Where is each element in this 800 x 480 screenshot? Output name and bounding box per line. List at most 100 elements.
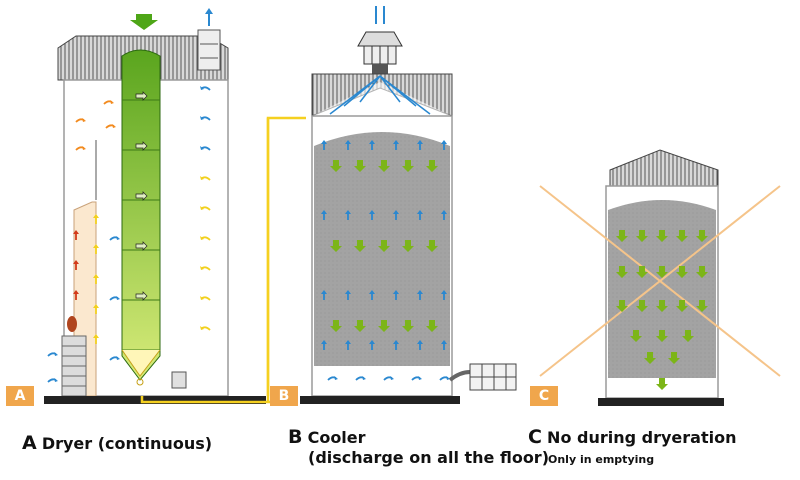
dryer-intake-arrow-0-head <box>54 352 58 356</box>
dryer-right-airflow-arrow-3-head <box>200 176 204 180</box>
cooler-floor-air-arrow-3-head <box>418 376 422 380</box>
cooler-fan-air-line-4 <box>329 75 381 115</box>
silo-c-grain-arrow-1-2 <box>656 266 668 278</box>
cooler-grain-arrow-1-3 <box>402 240 414 252</box>
cooler-air-arrow-2-5-head <box>441 290 447 294</box>
cooler-grain-arrow-1-2 <box>378 240 390 252</box>
cooler-fan-housing <box>357 31 403 47</box>
cooler-air-arrow-3-3-head <box>393 340 399 344</box>
dryer-grain-arrow-0 <box>135 91 148 101</box>
cooler-air-arrow-0-3-head <box>393 140 399 144</box>
dryer-warm-air-arrow-1-head <box>93 244 99 248</box>
silo-c-grain-arrow-1-1 <box>636 266 648 278</box>
cooler-fan-air-line-1 <box>359 75 381 103</box>
dryer-discharge-motor <box>171 371 187 389</box>
caption-b: B Cooler (discharge on all the floor) <box>288 426 549 467</box>
dryer-grain-column <box>121 49 161 381</box>
dryer-right-airflow-arrow-2 <box>201 146 211 151</box>
cooler-grain-arrow-1-0 <box>330 240 342 252</box>
cooler-air-arrow-1-1-head <box>345 210 351 214</box>
dryer-right-airflow-arrow-4-head <box>200 206 204 210</box>
dryer-left-airflow-arrow-2-head <box>112 124 116 128</box>
caption-a: A Dryer (continuous) <box>22 432 212 454</box>
caption-b-letter: B <box>288 426 303 448</box>
silo-c-grain-arrow-4-1 <box>668 352 680 364</box>
silo-c-grain-arrows <box>616 230 708 390</box>
cooler-air-arrow-3-4-head <box>417 340 423 344</box>
cooler-air-arrow-1-3-head <box>393 210 399 214</box>
cooler-floor-air-arrow-1-head <box>362 376 366 380</box>
caption-a-title: Dryer (continuous) <box>41 434 213 453</box>
silo-c-grain-arrow-0-2 <box>656 230 668 242</box>
cooler-floor-air-arrow-2-head <box>390 376 394 380</box>
dryer-cool-air-arrow-1-head <box>116 296 120 300</box>
silo-c-grain <box>608 200 716 378</box>
dryer-warm-air-arrow-3-head <box>93 304 99 308</box>
cooler-air-arrow-2-4-head <box>417 290 423 294</box>
silo-c-floor <box>598 398 724 406</box>
cooler-grain-arrow-0-1 <box>354 160 366 172</box>
silo-c-roof <box>609 149 719 187</box>
dryer-right-airflow-arrow-1-head <box>200 116 204 120</box>
cooler-air-arrow-0-5-head <box>441 140 447 144</box>
cooler-grain-arrow-0-2 <box>378 160 390 172</box>
dryer-airflow-arrows <box>47 86 211 383</box>
caption-b-subtitle: (discharge on all the floor) <box>308 448 550 467</box>
silo-c-grain-arrow-2-3 <box>676 300 688 312</box>
caption-b-title: Cooler <box>307 428 366 447</box>
silo-c-grain-arrow-0-4 <box>696 230 708 242</box>
caption-c-note: Only in emptying <box>548 453 655 466</box>
cooler-grain-arrow-1-1 <box>354 240 366 252</box>
silo-c-grain-arrow-2-0 <box>616 300 628 312</box>
dryer-right-airflow-arrow-4 <box>201 206 211 211</box>
dryer-cool-air-arrow-0-head <box>116 236 120 240</box>
dryer-hot-air-arrow-2-head <box>73 290 79 294</box>
silo-c-grain-arrow-3-0 <box>630 330 642 342</box>
dryer-right-airflow-arrow-0 <box>201 86 211 91</box>
caption-c-letter: C <box>528 426 542 448</box>
cooler-grain-arrow-2-1 <box>354 320 366 332</box>
dryer-floor <box>44 396 266 404</box>
cooler-air-arrow-0-0-head <box>321 140 327 144</box>
panel-b-badge: B <box>270 386 298 406</box>
dryer-right-airflow-arrow-0-head <box>200 86 204 90</box>
silo-c-grain-arrow-0-0 <box>616 230 628 242</box>
input-arrow-icon <box>130 14 158 30</box>
dryer-warm-air-arrow-0-head <box>93 214 99 218</box>
silo-c-grain-arrow-1-4 <box>696 266 708 278</box>
panel-a-badge: A <box>6 386 34 406</box>
dryer-left-airflow-arrow-3-head <box>82 146 86 150</box>
cooler-air-arrow-3-1-head <box>345 340 351 344</box>
dryer-right-airflow-arrow-1 <box>201 116 211 121</box>
cooler-airflow-arrows <box>321 75 450 381</box>
dryer-intake-arrow-1-head <box>54 378 58 382</box>
caption-c: C No during dryeration Only in emptying <box>528 426 736 467</box>
silo-c-grain-arrow-0-1 <box>636 230 648 242</box>
dryer-hot-air-arrow-0-head <box>73 230 79 234</box>
cooler-silo <box>300 6 517 404</box>
dryer-hot-air-arrow-1-head <box>73 260 79 264</box>
silo-c-grain-arrow-0-3 <box>676 230 688 242</box>
caption-a-letter: A <box>22 432 37 454</box>
cooler-air-arrow-1-4-head <box>417 210 423 214</box>
cooler-air-arrow-3-2-head <box>369 340 375 344</box>
silo-c-grain-arrow-1-0 <box>616 266 628 278</box>
dryer-cool-air-arrow-2-head <box>116 356 120 360</box>
dryer-right-airflow-arrow-3 <box>201 176 211 181</box>
caption-c-title: No during dryeration <box>547 428 737 447</box>
silo-c-grain-arrow-3-2 <box>682 330 694 342</box>
dryer-right-airflow-arrow-8 <box>201 326 211 331</box>
cooler-fan-air-line-5 <box>379 75 431 115</box>
cooler-air-arrow-2-1-head <box>345 290 351 294</box>
silo-c-grain-arrow-1-3 <box>676 266 688 278</box>
cooler-fan-air-line-2 <box>379 75 401 103</box>
dryer-grain-arrow-3 <box>135 241 148 251</box>
silo-c-grain-arrow-2-2 <box>656 300 668 312</box>
dryer-grain-arrow-2 <box>135 191 148 201</box>
cooler-grain-arrow-2-3 <box>402 320 414 332</box>
cooler-air-arrow-1-5-head <box>441 210 447 214</box>
cooler-floor-air-arrow-4-head <box>446 376 450 380</box>
dryer-right-airflow-arrow-6 <box>201 266 211 271</box>
cooler-air-arrow-3-0-head <box>321 340 327 344</box>
